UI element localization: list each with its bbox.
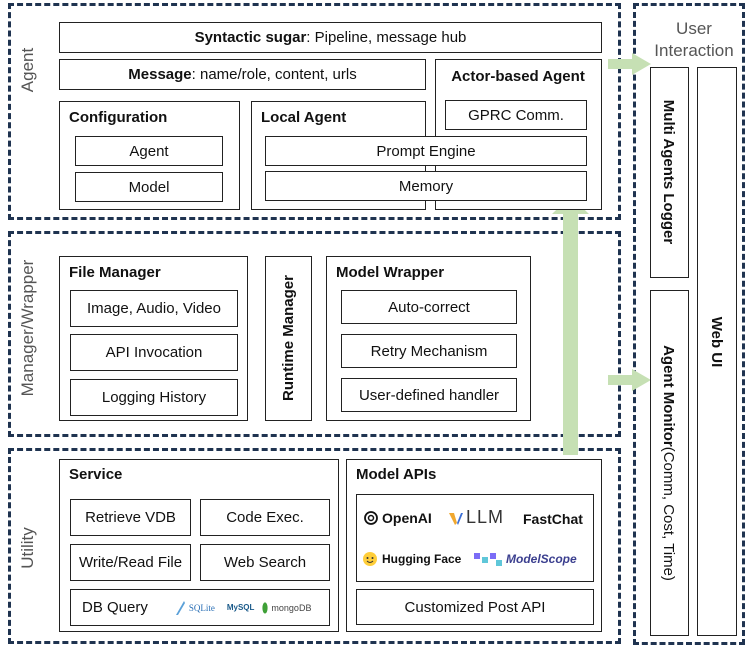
syntactic-sugar-box: Syntactic sugar: Pipeline, message hub — [59, 22, 602, 53]
openai-icon — [364, 511, 378, 525]
message-desc: : name/role, content, urls — [191, 66, 357, 83]
memory-label: Memory — [398, 177, 454, 195]
utility-section-label: Utility — [18, 527, 37, 569]
runtime-manager-label: Runtime Manager — [279, 275, 297, 401]
multi-agents-logger-label: Multi Agents Logger — [660, 99, 678, 245]
syntactic-sugar-desc: : Pipeline, message hub — [306, 29, 467, 46]
openai-logo: OpenAI — [363, 510, 432, 526]
prompt-engine-label: Prompt Engine — [376, 142, 476, 160]
auto-correct-box: Auto-correct — [341, 290, 517, 324]
mongodb-logo-text: mongoDB — [271, 602, 312, 613]
local-agent-title: Local Agent — [261, 109, 347, 126]
file-item-media: Image, Audio, Video — [70, 290, 238, 327]
huggingface-logo: Hugging Face — [361, 551, 461, 567]
file-item-logging: Logging History — [70, 379, 238, 416]
write-read-file-label: Write/Read File — [78, 554, 183, 571]
mongodb-logo: mongoDB — [262, 601, 312, 614]
retry-mechanism-label: Retry Mechanism — [370, 342, 488, 360]
customized-post-api-box: Customized Post API — [356, 589, 594, 625]
write-read-file-box: Write/Read File — [70, 544, 191, 581]
agent-monitor-desc: (Comm, Cost, Time) — [660, 446, 678, 581]
grpc-label: GPRC Comm. — [468, 106, 564, 124]
agent-monitor-label: Agent Monitor (Comm, Cost, Time) — [657, 313, 681, 613]
web-ui-box — [697, 67, 737, 636]
config-agent-label: Agent — [129, 142, 169, 160]
model-logos-box: OpenAI LLM FastChat Hugging Face ModelSc… — [356, 494, 594, 582]
sqlite-feather-icon — [175, 600, 185, 615]
web-search-label: Web Search — [223, 554, 307, 571]
grpc-box: GPRC Comm. — [445, 100, 587, 130]
huggingface-emoji-icon — [363, 552, 377, 566]
memory-box: Memory — [265, 171, 587, 201]
model-apis-title: Model APIs — [356, 466, 437, 483]
message-label: Message — [128, 66, 192, 83]
code-exec-label: Code Exec. — [226, 509, 304, 526]
agent-monitor-box — [650, 290, 689, 636]
file-item-api: API Invocation — [70, 334, 238, 371]
user-interaction-label: User Interaction — [654, 19, 734, 60]
user-defined-handler-label: User-defined handler — [358, 386, 500, 404]
db-query-label: DB Query — [82, 599, 148, 616]
prompt-engine-box: Prompt Engine — [265, 136, 587, 166]
db-query-box: DB Query SQLite MySQL mongoDB — [70, 589, 330, 626]
huggingface-logo-text: Hugging Face — [382, 552, 462, 566]
file-manager-title: File Manager — [69, 264, 161, 281]
multi-agents-logger-box — [650, 67, 689, 278]
manager-section — [8, 231, 621, 437]
vllm-logo-text: LLM — [466, 507, 505, 527]
web-search-box: Web Search — [200, 544, 330, 581]
sqlite-logo-text: SQLite — [188, 602, 215, 613]
vllm-logo: LLM — [449, 507, 504, 528]
agent-section — [8, 3, 621, 220]
model-wrapper-title: Model Wrapper — [336, 264, 445, 281]
config-model-label: Model — [128, 178, 170, 196]
fastchat-logo-text: FastChat — [523, 511, 583, 527]
vllm-v-icon — [449, 512, 463, 525]
mysql-logo-text: MySQL — [226, 603, 255, 612]
file-item-api-label: API Invocation — [105, 344, 203, 361]
syntactic-sugar-label: Syntactic sugar — [194, 29, 307, 46]
auto-correct-label: Auto-correct — [388, 298, 470, 316]
modelscope-logo-text: ModelScope — [506, 552, 577, 566]
config-agent-box: Agent — [75, 136, 223, 166]
retrieve-vdb-label: Retrieve VDB — [85, 509, 176, 526]
user-defined-handler-box: User-defined handler — [341, 378, 517, 412]
mongodb-leaf-icon — [262, 601, 269, 614]
ui-section — [633, 3, 745, 645]
configuration-title: Configuration — [69, 109, 168, 126]
agent-monitor-title: Agent Monitor — [660, 345, 678, 447]
modelscope-logo: ModelScope — [473, 551, 577, 567]
service-title: Service — [69, 466, 123, 483]
runtime-manager-box — [265, 256, 312, 421]
code-exec-box: Code Exec. — [200, 499, 330, 536]
retrieve-vdb-box: Retrieve VDB — [70, 499, 191, 536]
modelscope-icon — [474, 553, 502, 566]
file-item-media-label: Image, Audio, Video — [87, 300, 221, 317]
customized-post-api-label: Customized Post API — [404, 598, 546, 616]
file-item-logging-label: Logging History — [101, 389, 207, 406]
fastchat-logo: FastChat — [523, 511, 583, 527]
web-ui-label: Web UI — [708, 316, 726, 368]
mysql-logo: MySQL — [227, 603, 255, 612]
sqlite-logo: SQLite — [174, 600, 215, 616]
agent-section-label: Agent — [18, 47, 37, 93]
message-box: Message: name/role, content, urls — [59, 59, 426, 90]
retry-mechanism-box: Retry Mechanism — [341, 334, 517, 368]
manager-section-label: Manager/Wrapper — [18, 259, 37, 397]
config-model-box: Model — [75, 172, 223, 202]
utility-section — [8, 448, 621, 644]
actor-based-agent-title: Actor-based Agent — [451, 67, 585, 85]
openai-logo-text: OpenAI — [382, 510, 432, 526]
